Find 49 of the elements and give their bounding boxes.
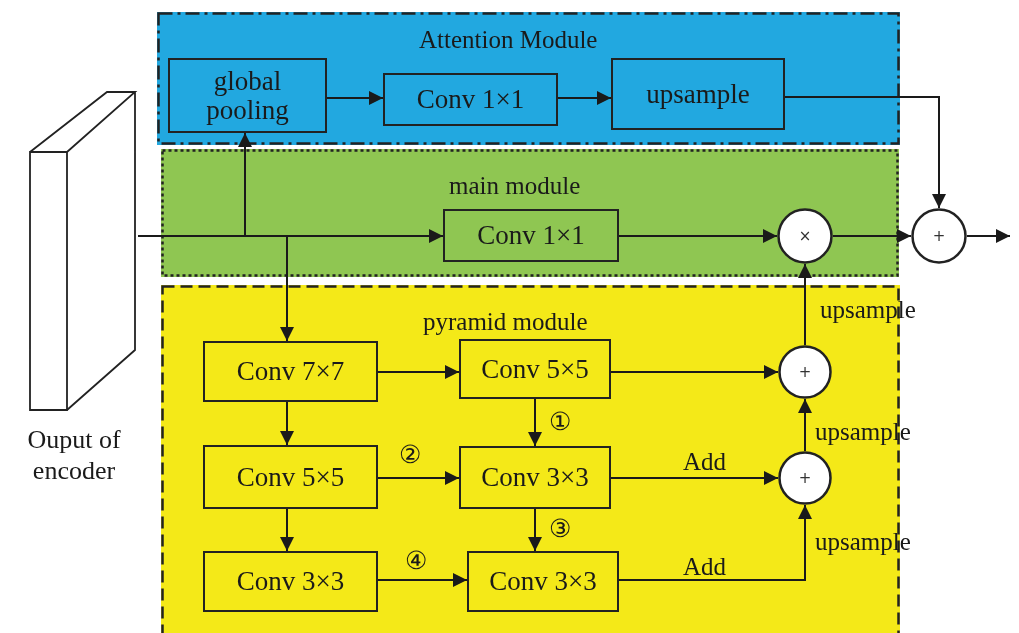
arrow <box>280 508 294 552</box>
operator-circle <box>778 451 832 505</box>
module-title: main module <box>449 172 581 200</box>
process-box: Conv 3×3 <box>467 551 619 612</box>
process-box: Conv 1×1 <box>383 73 558 126</box>
arrow <box>610 365 779 379</box>
process-box: upsample <box>611 58 785 130</box>
feature-map-drawing <box>28 90 138 412</box>
process-box: Conv 1×1 <box>443 209 619 262</box>
module-title: pyramid module <box>423 308 588 336</box>
arrow <box>377 365 460 379</box>
arrow <box>528 508 542 552</box>
arrow <box>832 229 912 243</box>
caption-text: Ouput of encoder <box>26 424 122 487</box>
module-title: Attention Module <box>419 26 598 54</box>
arrow <box>610 471 779 485</box>
arrow <box>528 398 542 447</box>
main-module-panel <box>161 149 899 277</box>
edge-label: ④ <box>405 546 427 575</box>
edge-label: ③ <box>549 514 571 543</box>
process-box: Conv 7×7 <box>203 341 378 402</box>
operator-circle <box>911 208 967 264</box>
arrow <box>966 229 1011 243</box>
operator-symbol: + <box>798 363 812 381</box>
attention-module-panel <box>157 12 900 145</box>
arrow <box>326 91 384 105</box>
arrow <box>784 96 946 209</box>
operator-circle <box>778 345 832 399</box>
arrow <box>280 401 294 446</box>
process-box: Conv 5×5 <box>203 445 378 509</box>
arrow <box>377 471 460 485</box>
operator-circle <box>777 208 833 264</box>
process-box: Conv 3×3 <box>203 551 378 612</box>
arrow <box>618 504 812 581</box>
process-box: global pooling <box>168 58 327 133</box>
process-box: Conv 5×5 <box>459 339 611 399</box>
arrow <box>798 398 812 452</box>
arrow <box>798 263 812 346</box>
arrow <box>557 91 612 105</box>
edge-label: ② <box>399 440 421 469</box>
arrow <box>377 573 468 587</box>
operator-symbol: + <box>932 227 946 245</box>
operator-symbol: × <box>798 227 812 245</box>
process-box: Conv 3×3 <box>459 446 611 509</box>
edge-label: Add <box>683 448 727 476</box>
arrow <box>618 229 778 243</box>
operator-symbol: + <box>798 469 812 487</box>
edge-label: Add <box>683 553 727 581</box>
edge-label: ① <box>549 407 571 436</box>
